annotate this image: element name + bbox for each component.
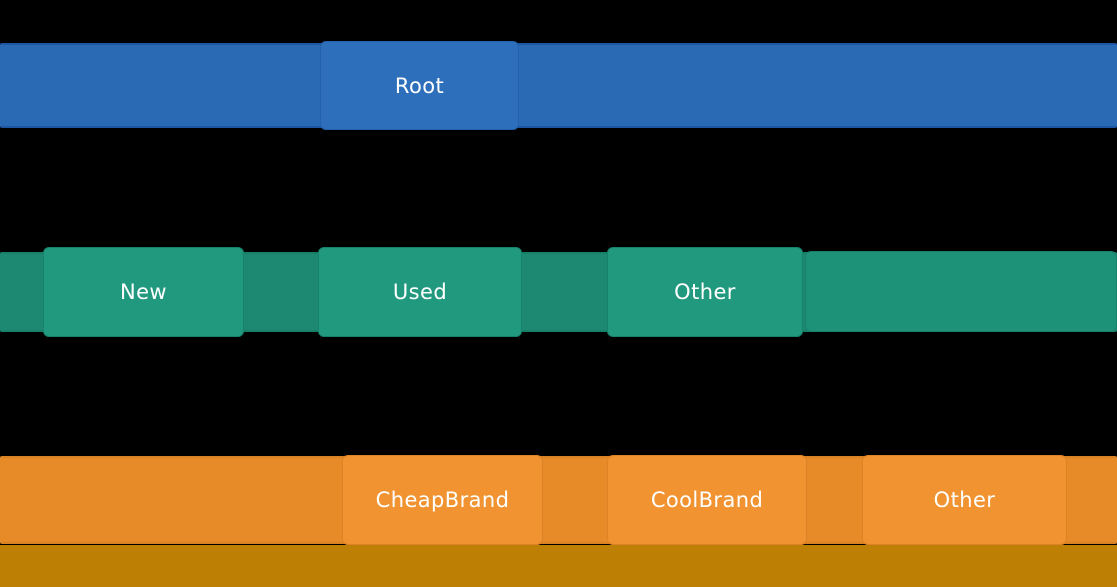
node-label: CoolBrand <box>650 488 764 512</box>
node-root-level-root[interactable]: Root <box>320 41 519 130</box>
node-label: New <box>119 280 167 304</box>
node-label: Other <box>674 280 736 304</box>
root-level-bar <box>0 43 1117 128</box>
node-label: CheapBrand <box>375 488 510 512</box>
node-brand-level-other[interactable]: Other <box>862 455 1067 545</box>
node-brand-level-cheapbrand[interactable]: CheapBrand <box>342 455 543 545</box>
node-label: Root <box>394 73 445 98</box>
truncated-next-level-bar <box>0 545 1117 587</box>
node-label: Other <box>933 488 996 512</box>
node-condition-level-used[interactable]: Used <box>318 247 522 337</box>
node-label: Used <box>392 280 448 304</box>
node-condition-level-new[interactable]: New <box>43 247 244 337</box>
node-condition-level-other[interactable]: Other <box>607 247 803 337</box>
node-brand-level-coolbrand[interactable]: CoolBrand <box>607 455 807 545</box>
node-condition-level-unlabeled[interactable] <box>805 251 1117 332</box>
